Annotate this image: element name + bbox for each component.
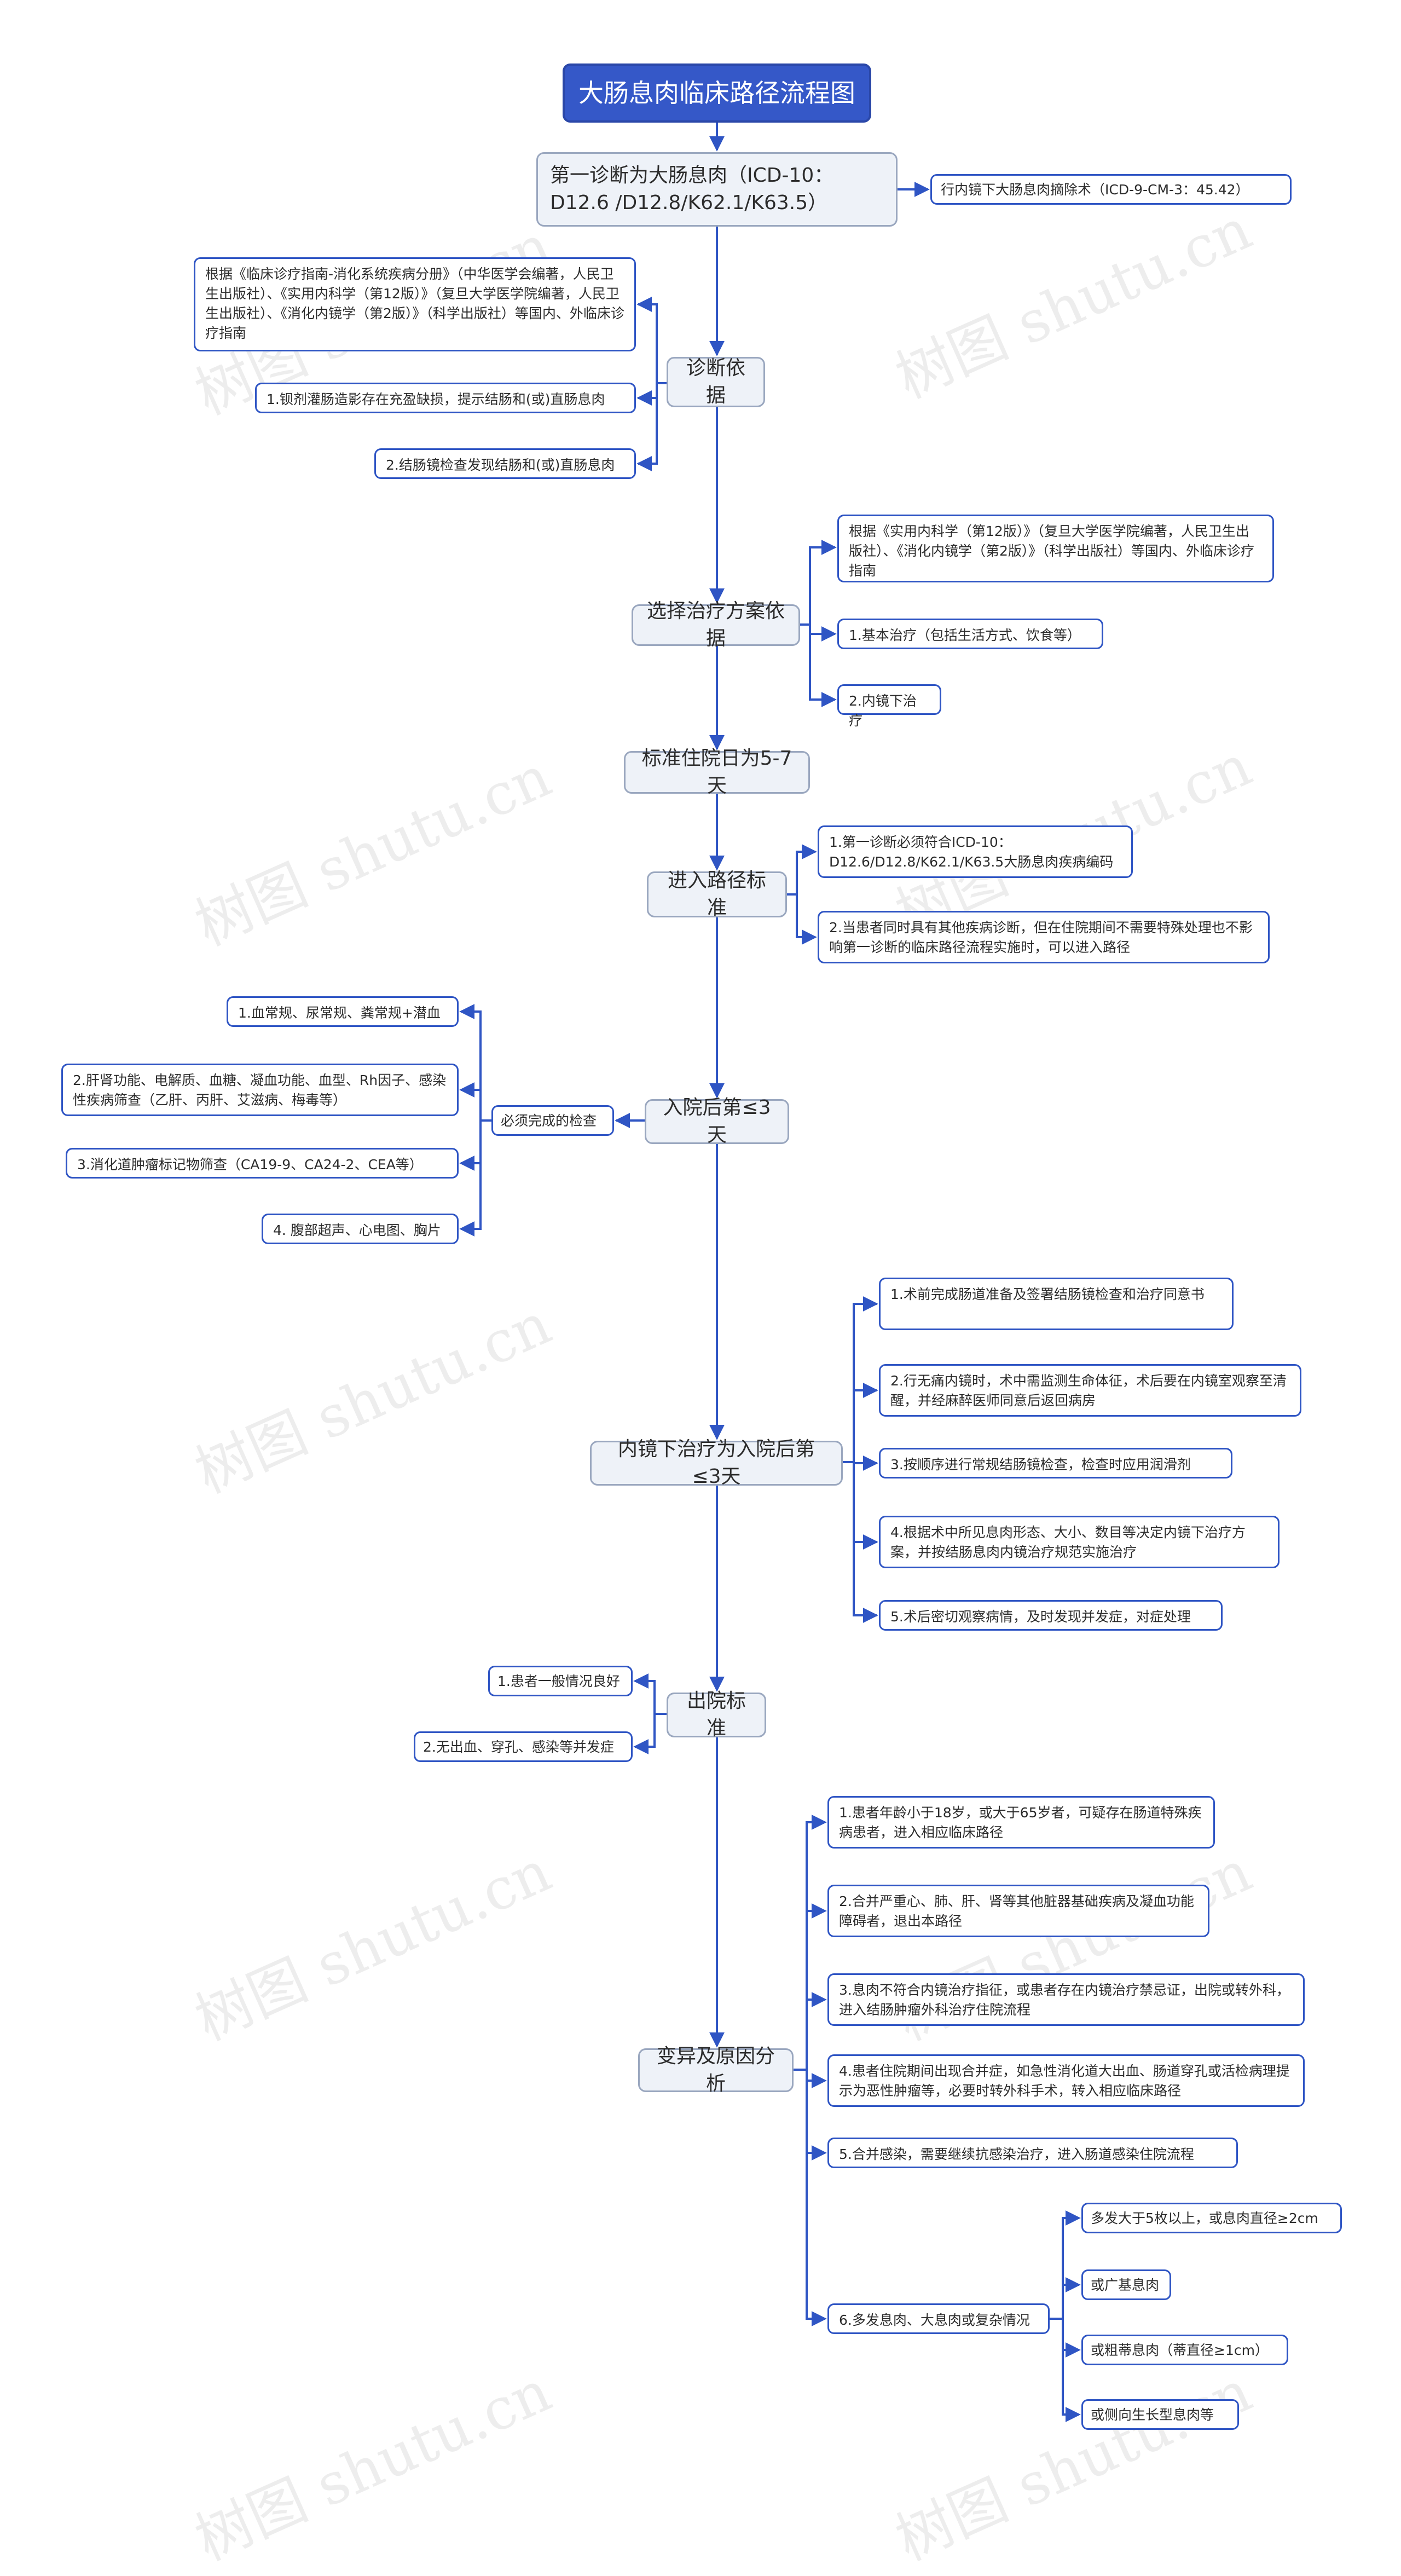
node-first-diagnosis[interactable]: 第一诊断为大肠息肉（ICD-10： D12.6 /D12.8/K62.1/K63… [536, 152, 898, 227]
diagram-title[interactable]: 大肠息肉临床路径流程图 [563, 63, 871, 123]
treatment-basis-item[interactable]: 2.内镜下治疗 [837, 684, 941, 729]
treatment-basis-item[interactable]: 1.基本治疗（包括生活方式、饮食等） [837, 619, 1103, 649]
variation-item[interactable]: 4.患者住院期间出现合并症，如急性消化道大出血、肠道穿孔或活检病理提示为恶性肿瘤… [827, 2054, 1305, 2107]
variation-sub-item[interactable]: 或广基息肉 [1081, 2269, 1171, 2300]
variation-sub-item[interactable]: 多发大于5枚以上，或息肉直径≥2cm [1081, 2203, 1342, 2233]
exam-item[interactable]: 4. 腹部超声、心电图、胸片 [262, 1214, 459, 1244]
connector-lines [459, 123, 1081, 2422]
node-diagnosis-basis[interactable]: 诊断依据 [667, 357, 765, 407]
entry-criteria-item[interactable]: 2.当患者同时具有其他疾病诊断，但在住院期间不需要特殊处理也不影响第一诊断的临床… [818, 911, 1270, 963]
variation-item[interactable]: 6.多发息肉、大息肉或复杂情况 [827, 2303, 1050, 2334]
variation-item[interactable]: 1.患者年龄小于18岁，或大于65岁者，可疑存在肠道特殊疾病患者，进入相应临床路… [827, 1796, 1215, 1849]
node-surgery[interactable]: 行内镜下大肠息肉摘除术（ICD-9-CM-3：45.42） [930, 174, 1292, 205]
node-treatment-basis[interactable]: 选择治疗方案依据 [632, 600, 800, 650]
node-day3-exams[interactable]: 入院后第≤3天 [645, 1096, 789, 1146]
diag-basis-item[interactable]: 1.钡剂灌肠造影存在充盈缺损，提示结肠和(或)直肠息肉 [255, 383, 636, 413]
treatment-basis-item[interactable]: 根据《实用内科学（第12版）》（复旦大学医学院编著，人民卫生出版社）、《消化内镜… [837, 515, 1274, 582]
endo-item[interactable]: 4.根据术中所见息肉形态、大小、数目等决定内镜下治疗方案，并按结肠息肉内镜治疗规… [879, 1516, 1280, 1568]
diag-basis-item[interactable]: 根据《临床诊疗指南-消化系统疾病分册》（中华医学会编著，人民卫生出版社）、《实用… [194, 257, 636, 351]
node-entry-criteria[interactable]: 进入路径标准 [647, 869, 787, 919]
exam-item[interactable]: 2.肝肾功能、电解质、血糖、凝血功能、血型、Rh因子、感染性疾病筛查（乙肝、丙肝… [61, 1064, 459, 1116]
endo-item[interactable]: 3.按顺序进行常规结肠镜检查，检查时应用润滑剂 [879, 1448, 1232, 1478]
required-exams-label[interactable]: 必须完成的检查 [491, 1105, 614, 1136]
diag-basis-item[interactable]: 2.结肠镜检查发现结肠和(或)直肠息肉 [374, 448, 636, 479]
variation-item[interactable]: 2.合并严重心、肺、肝、肾等其他脏器基础疾病及凝血功能障碍者，退出本路径 [827, 1885, 1209, 1937]
endo-item[interactable]: 5.术后密切观察病情，及时发现并发症，对症处理 [879, 1600, 1223, 1631]
discharge-item[interactable]: 1.患者一般情况良好 [488, 1666, 633, 1696]
exam-item[interactable]: 3.消化道肿瘤标记物筛查（CA19-9、CA24-2、CEA等） [66, 1148, 459, 1179]
exam-item[interactable]: 1.血常规、尿常规、粪常规+潜血 [227, 996, 459, 1027]
variation-sub-item[interactable]: 或侧向生长型息肉等 [1081, 2399, 1239, 2430]
variation-item[interactable]: 3.息肉不符合内镜治疗指征，或患者存在内镜治疗禁忌证，出院或转外科，进入结肠肿瘤… [827, 1973, 1305, 2026]
node-discharge-criteria[interactable]: 出院标准 [667, 1690, 766, 1740]
node-hospital-stay[interactable]: 标准住院日为5-7天 [624, 747, 810, 797]
entry-criteria-item[interactable]: 1.第一诊断必须符合ICD-10：D12.6/D12.8/K62.1/K63.5… [818, 825, 1133, 878]
variation-item[interactable]: 5.合并感染，需要继续抗感染治疗，进入肠道感染住院流程 [827, 2138, 1238, 2168]
endo-item[interactable]: 1.术前完成肠道准备及签署结肠镜检查和治疗同意书 [879, 1278, 1234, 1330]
node-endoscopic-treatment[interactable]: 内镜下治疗为入院后第≤3天 [590, 1438, 843, 1488]
endo-item[interactable]: 2.行无痛内镜时，术中需监测生命体征，术后要在内镜室观察至清醒，并经麻醉医师同意… [879, 1364, 1301, 1417]
variation-sub-item[interactable]: 或粗蒂息肉（蒂直径≥1cm） [1081, 2335, 1288, 2365]
discharge-item[interactable]: 2.无出血、穿孔、感染等并发症 [414, 1731, 633, 1762]
node-variation-analysis[interactable]: 变异及原因分析 [638, 2045, 794, 2095]
